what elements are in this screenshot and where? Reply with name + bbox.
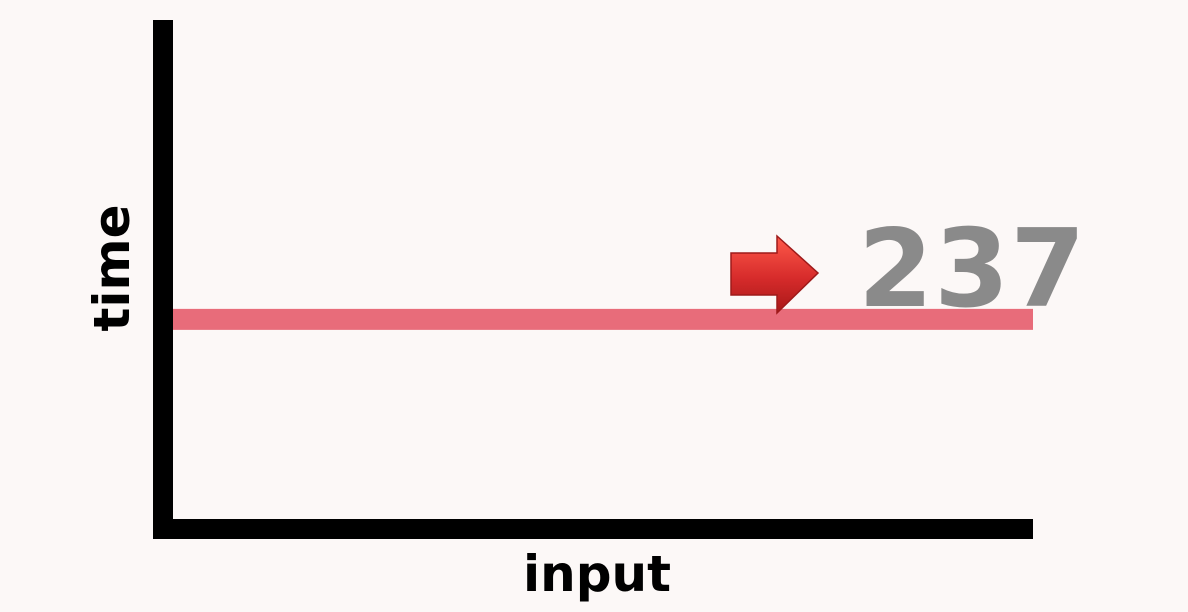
axes [153, 20, 1033, 539]
right-arrow-icon [730, 234, 820, 315]
y-axis-label: time [83, 204, 141, 332]
annotation-value: 237 [858, 207, 1087, 332]
x-axis-label: input [522, 545, 672, 603]
annotation-arrow-group [730, 234, 820, 315]
